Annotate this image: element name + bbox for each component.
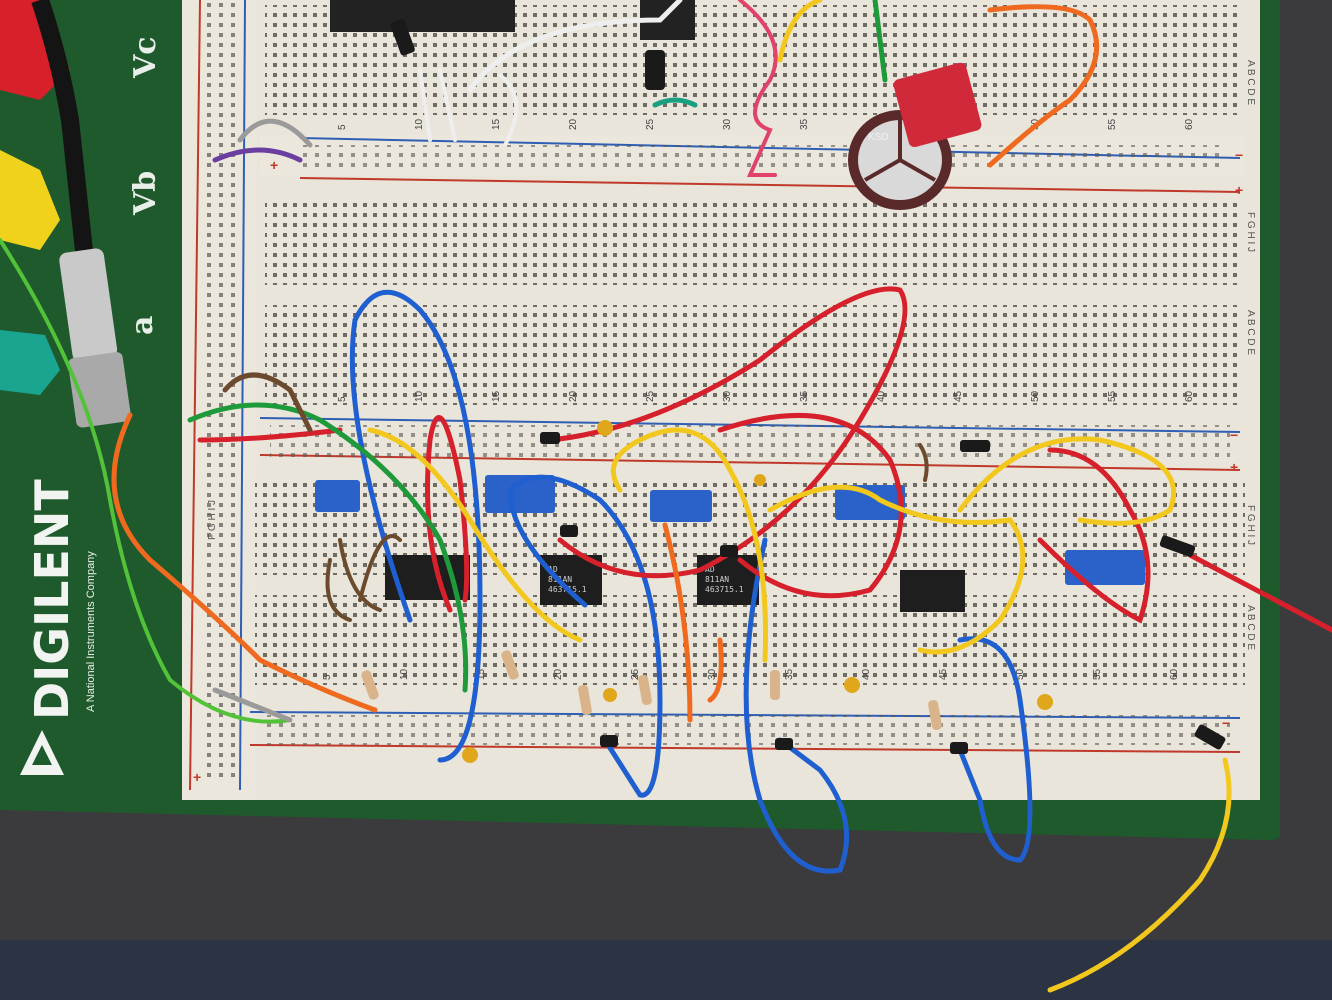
digilent-tagline: A National Instruments Company [85, 551, 97, 712]
film-capacitor-red [893, 62, 982, 148]
column-number-15: 15 [491, 390, 502, 402]
column-number-55: 55 [1107, 390, 1118, 402]
column-number-25: 25 [630, 668, 641, 680]
chip2-line2: 811AN [705, 575, 729, 584]
column-number-45: 45 [938, 668, 949, 680]
label-vb: Vb [128, 171, 163, 216]
hole-grid-middle-1 [265, 200, 1240, 285]
row-letters-left: F G H I J [207, 500, 218, 540]
yellow-banana-plug [0, 150, 60, 250]
column-number-5: 5 [337, 396, 348, 402]
column-number-30: 30 [722, 390, 733, 402]
capacitor-marking: KSD [868, 132, 889, 143]
column-number-25: 25 [645, 118, 656, 130]
resistors [361, 650, 942, 731]
label-a: a [125, 316, 160, 335]
row-letters-a-e-top: A B C D E [1245, 60, 1256, 105]
column-number-60: 60 [1184, 390, 1195, 402]
rail-plus-top: + [1235, 182, 1243, 198]
ic-chip-op-amp-4 [900, 570, 965, 612]
table-bottom-edge [0, 940, 1332, 1000]
row-letters-f-j-2: F G H I J [1245, 505, 1256, 545]
chip2-line3: 463715.1 [705, 585, 744, 594]
rail-plus-mid: + [1230, 459, 1238, 475]
row-letters-f-j-1: F G H I J [1245, 212, 1256, 252]
trimpot-2 [485, 475, 555, 513]
column-number-25: 25 [645, 390, 656, 402]
column-number-5: 5 [322, 674, 333, 680]
column-number-10: 10 [414, 390, 425, 402]
ic-chip-ad811-2: AD 811AN 463715.1 [697, 555, 759, 605]
chip1-line1: AD [548, 565, 558, 574]
digilent-logo: DIGILENT A National Instruments Company [20, 479, 97, 775]
wire-end-pins [390, 19, 1226, 754]
column-number-30: 30 [707, 668, 718, 680]
column-number-45: 45 [953, 390, 964, 402]
digilent-brand-text: DIGILENT [25, 479, 79, 720]
trimpot-1 [315, 480, 360, 512]
ceramic-capacitors [462, 420, 1053, 763]
column-number-30: 30 [722, 118, 733, 130]
column-number-60: 60 [1184, 118, 1195, 130]
trimpot-3 [650, 490, 712, 522]
trimpot-5 [1065, 550, 1145, 585]
column-numbers-lower: 5 10 15 20 25 30 35 40 45 50 55 60 [322, 668, 1180, 680]
label-vc: Vc [128, 36, 163, 79]
column-number-55: 55 [1092, 668, 1103, 680]
column-number-20: 20 [568, 118, 579, 130]
column-number-35: 35 [799, 118, 810, 130]
rail-minus-bottom: − [1222, 715, 1230, 731]
rail-minus-mid: − [1230, 427, 1238, 443]
column-number-35: 35 [784, 668, 795, 680]
column-number-50: 50 [1015, 668, 1026, 680]
chip2-line1: AD [705, 565, 715, 574]
column-numbers-middle: 5 10 15 20 25 30 35 40 45 50 55 60 [337, 390, 1195, 402]
column-number-40: 40 [876, 390, 887, 402]
column-number-15: 15 [491, 118, 502, 130]
column-number-10: 10 [399, 668, 410, 680]
column-number-20: 20 [568, 390, 579, 402]
column-number-15: 15 [476, 668, 487, 680]
column-number-55: 55 [1107, 118, 1118, 130]
ic-chip-top-1 [330, 0, 515, 32]
column-number-40: 40 [861, 668, 872, 680]
teal-banana-plug [0, 330, 60, 395]
column-number-10: 10 [414, 118, 425, 130]
rail-plus-left: + [193, 769, 201, 785]
row-letters-a-e-2: A B C D E [1245, 310, 1256, 355]
column-number-20: 20 [553, 668, 564, 680]
hole-grid-middle-2 [265, 305, 1240, 405]
rail-minus-top: − [1235, 147, 1243, 163]
row-letters-a-e-3: A B C D E [1245, 605, 1256, 650]
column-number-50: 50 [1030, 390, 1041, 402]
trimpot-4 [835, 485, 905, 520]
column-number-35: 35 [799, 390, 810, 402]
column-number-5: 5 [337, 124, 348, 130]
rail-plus-top-left: + [270, 157, 278, 173]
column-number-60: 60 [1169, 668, 1180, 680]
